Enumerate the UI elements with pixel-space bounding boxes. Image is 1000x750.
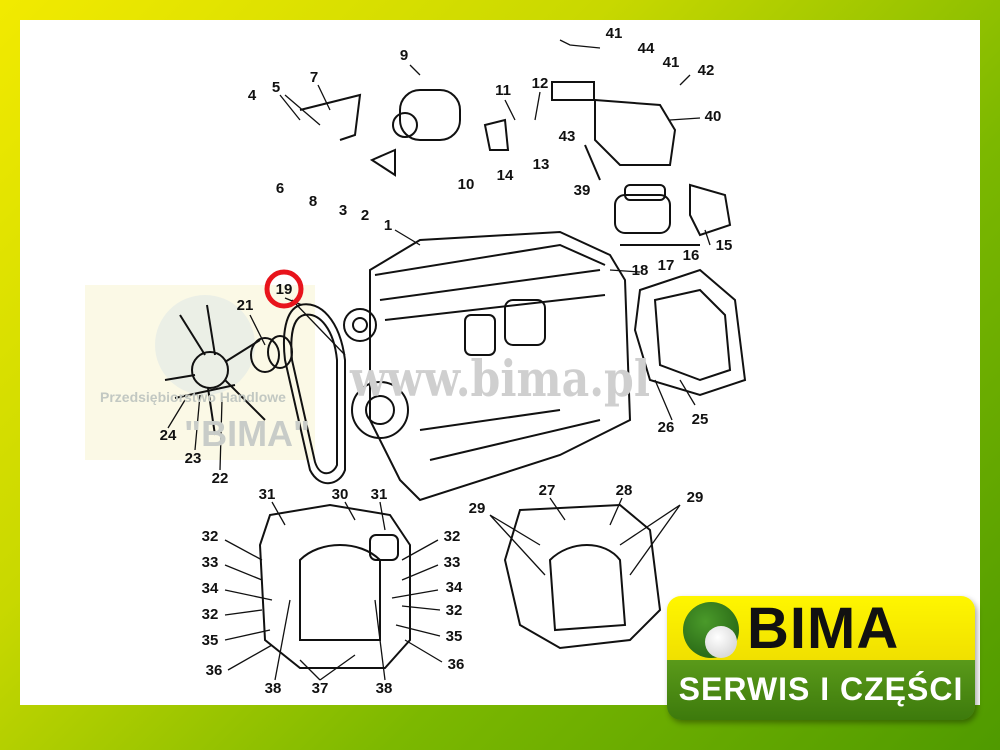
part-label: 38 <box>265 680 282 697</box>
part-label: 37 <box>312 680 329 697</box>
part-label: 34 <box>446 579 463 596</box>
logo-tagline: SERWIS I CZĘŚCI <box>667 660 975 720</box>
part-label: 39 <box>574 182 591 199</box>
part-label: 41 <box>606 25 623 42</box>
part-label: 30 <box>332 486 349 503</box>
part-label: 23 <box>185 450 202 467</box>
part-label: 10 <box>458 176 475 193</box>
part-label: 36 <box>206 662 223 679</box>
part-label: 1 <box>384 217 392 234</box>
part-label: 28 <box>616 482 633 499</box>
part-label: 41 <box>663 54 680 71</box>
part-label: 4 <box>248 87 257 104</box>
part-label: 40 <box>705 108 722 125</box>
watermark-company-line: Przedsiębiorstwo Handlowe <box>100 389 286 405</box>
part-label: 22 <box>212 470 229 487</box>
part-label: 16 <box>683 247 700 264</box>
part-label: 43 <box>559 128 576 145</box>
part-label: 18 <box>632 262 649 279</box>
watermark-url: www.bima.pl <box>349 349 650 408</box>
highlight-ring <box>264 269 304 309</box>
part-label: 3 <box>339 202 347 219</box>
logo-ball-icon <box>683 602 739 658</box>
part-label: 35 <box>202 632 219 649</box>
part-label: 11 <box>495 82 511 99</box>
part-label: 31 <box>371 486 388 503</box>
watermark-circle <box>155 295 255 395</box>
part-label: 2 <box>361 207 369 224</box>
part-label: 32 <box>446 602 463 619</box>
part-label: 9 <box>400 47 408 64</box>
part-label: 32 <box>202 606 219 623</box>
part-label: 12 <box>532 75 549 92</box>
part-label: 32 <box>444 528 461 545</box>
part-label: 14 <box>497 167 514 184</box>
watermark-company-name: "BIMA" <box>184 413 310 454</box>
part-label: 5 <box>272 79 280 96</box>
part-label: 17 <box>658 257 675 274</box>
part-label: 42 <box>698 62 715 79</box>
part-label: 31 <box>259 486 276 503</box>
part-label: 29 <box>687 489 704 506</box>
part-label: 19 <box>276 281 293 298</box>
part-label: 36 <box>448 656 465 673</box>
part-label: 15 <box>716 237 733 254</box>
part-label: 29 <box>469 500 486 517</box>
part-label: 26 <box>658 419 675 436</box>
part-label: 24 <box>160 427 177 444</box>
part-drawings <box>164 39 747 681</box>
logo-brand: BIMA <box>747 596 900 661</box>
watermark: www.bima.pl Przedsiębiorstwo Handlowe "B… <box>100 349 650 454</box>
part-label: 33 <box>444 554 461 571</box>
part-label: 32 <box>202 528 219 545</box>
part-label: 7 <box>310 69 318 86</box>
part-label: 38 <box>376 680 393 697</box>
part-label: 27 <box>539 482 556 499</box>
part-label: 25 <box>692 411 709 428</box>
part-label: 33 <box>202 554 219 571</box>
bima-logo: BIMA SERWIS I CZĘŚCI <box>667 596 975 720</box>
part-label: 6 <box>276 180 284 197</box>
part-label: 21 <box>237 297 254 314</box>
part-label: 35 <box>446 628 463 645</box>
part-label: 8 <box>309 193 317 210</box>
part-label: 13 <box>533 156 550 173</box>
part-label: 34 <box>202 580 219 597</box>
part-label: 44 <box>638 40 655 57</box>
